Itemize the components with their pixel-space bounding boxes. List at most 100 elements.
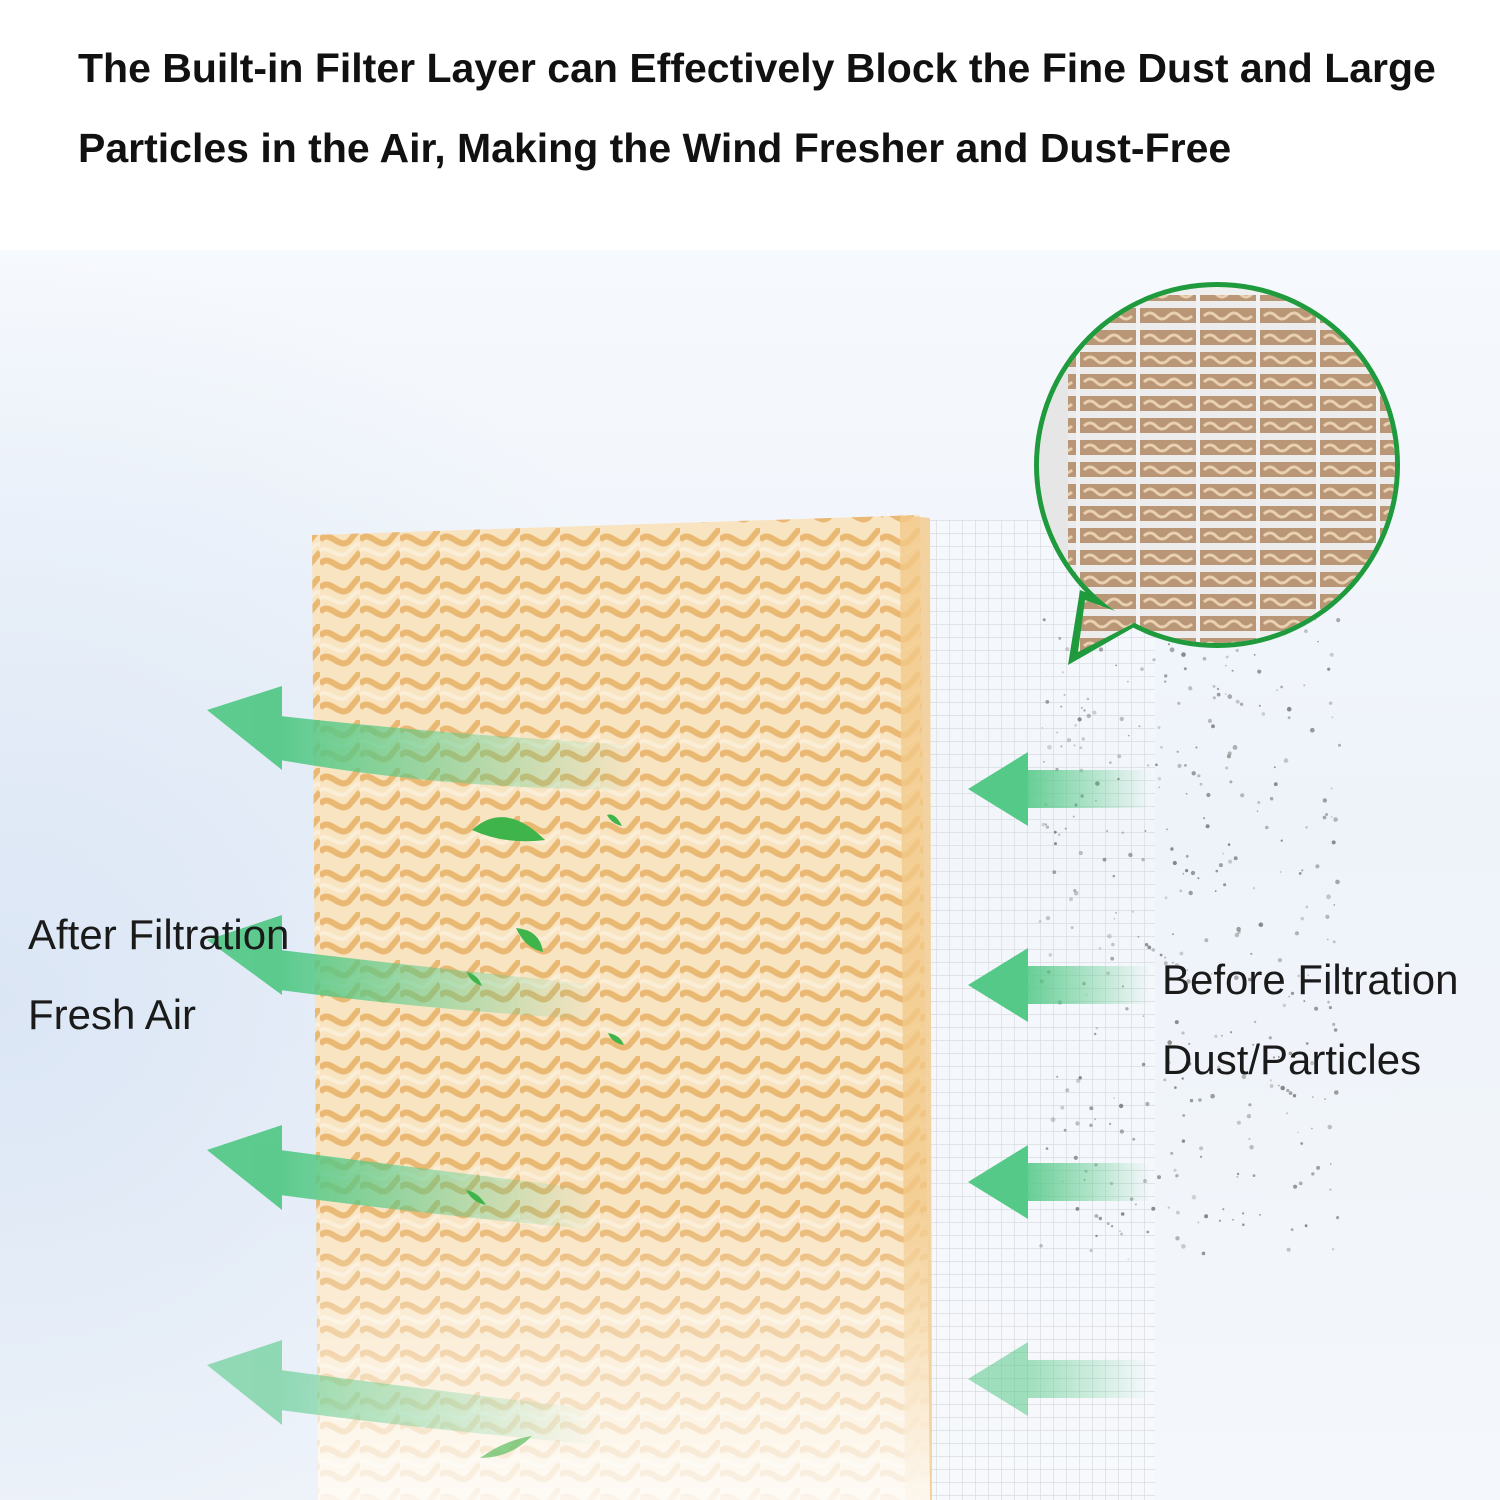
dust-speck (1185, 792, 1188, 795)
dust-speck (1042, 618, 1046, 622)
dust-speck (1181, 1139, 1186, 1143)
dust-speck (1216, 692, 1221, 697)
dust-speck (1190, 870, 1196, 876)
dust-speck (1237, 930, 1241, 934)
leaf-icon (607, 814, 622, 826)
dust-speck (1045, 825, 1050, 829)
dust-speck (1234, 975, 1239, 981)
dust-speck (1225, 766, 1229, 770)
dust-speck (1172, 933, 1174, 936)
leaf-icon (466, 1190, 486, 1205)
dust-speck (1073, 744, 1076, 747)
dust-speck (1203, 817, 1206, 820)
before-filtration-label: Before Filtration Dust/Particles (1162, 940, 1458, 1100)
dust-speck (1334, 1090, 1339, 1095)
dust-speck (1280, 839, 1283, 842)
dust-speck (1142, 1015, 1145, 1017)
dust-speck (1331, 716, 1334, 719)
dust-speck (1286, 1112, 1288, 1115)
dust-speck (1220, 1034, 1223, 1037)
dust-speck (1258, 704, 1261, 707)
dust-speck (1249, 1145, 1254, 1150)
dust-speck (1235, 648, 1239, 653)
arrow-left-icon (968, 752, 1150, 826)
dust-speck (1187, 1061, 1192, 1066)
dust-speck (1147, 945, 1152, 950)
dust-speck (1233, 856, 1238, 861)
dust-speck (1056, 1075, 1059, 1078)
dust-speck (1086, 713, 1092, 719)
dust-speck (1109, 1122, 1112, 1125)
dust-speck (1170, 847, 1174, 851)
dust-speck (1326, 938, 1329, 941)
dust-speck (1061, 671, 1064, 674)
dust-speck (1141, 1062, 1146, 1067)
dust-speck (1282, 1003, 1287, 1008)
dust-speck (1256, 810, 1259, 812)
dust-speck (1102, 857, 1107, 862)
dust-speck (1120, 1232, 1124, 1236)
dust-speck (1214, 890, 1217, 892)
dust-speck (1211, 724, 1215, 729)
dust-speck (1236, 1175, 1239, 1178)
dust-speck (1310, 1061, 1315, 1066)
dust-speck (1286, 706, 1292, 712)
dust-speck (1273, 782, 1278, 787)
dust-speck (1205, 973, 1208, 976)
leaf-icon (516, 928, 543, 952)
dust-speck (1081, 737, 1085, 741)
dust-speck (1229, 780, 1233, 784)
dust-speck (1227, 751, 1232, 756)
dust-speck (1305, 826, 1308, 829)
dust-speck (1073, 888, 1077, 893)
dust-speck (1277, 958, 1283, 963)
dust-speck (1079, 746, 1083, 750)
dust-speck (1045, 916, 1051, 921)
dust-speck (1144, 943, 1149, 947)
dust-speck (1174, 963, 1180, 968)
dust-speck (1195, 746, 1198, 749)
dust-speck (1231, 669, 1234, 672)
dust-speck (1110, 956, 1115, 961)
curved-arrow-left-icon (207, 915, 600, 1020)
dust-speck (1119, 716, 1125, 722)
dust-speck (1216, 1065, 1221, 1070)
dust-speck (1199, 782, 1203, 786)
dust-speck (1191, 771, 1196, 776)
dust-speck (1181, 1031, 1185, 1035)
dust-speck (1094, 1032, 1097, 1036)
dust-speck (1298, 1181, 1303, 1186)
dust-speck (1047, 745, 1052, 750)
dust-speck (1300, 917, 1305, 921)
dust-speck (1290, 991, 1295, 996)
dust-speck (1325, 914, 1330, 919)
dust-speck (1094, 1214, 1099, 1218)
dust-speck (1290, 1228, 1294, 1231)
dust-speck (1268, 1036, 1272, 1040)
dust-speck (1174, 1020, 1179, 1025)
dust-speck (1304, 629, 1308, 633)
dust-speck (1098, 647, 1104, 652)
dust-speck (1078, 1076, 1082, 1080)
fresh-air-caption: Fresh Air (28, 991, 197, 1038)
dust-speck (1331, 1248, 1335, 1251)
before-filtration-title: Before Filtration (1162, 956, 1459, 1003)
dust-speck (1110, 1225, 1114, 1228)
dust-speck (1292, 1094, 1297, 1098)
dust-speck (1329, 1188, 1332, 1191)
dust-speck (1169, 647, 1175, 653)
dust-speck (1184, 764, 1187, 767)
dust-speck (1269, 1079, 1273, 1082)
dust-speck (1181, 652, 1186, 657)
dust-speck (1039, 1244, 1043, 1248)
dust-speck (1241, 1074, 1247, 1080)
dust-speck (1327, 667, 1331, 671)
dust-speck (1242, 1212, 1245, 1215)
dust-speck (1230, 1031, 1233, 1034)
dust-speck (1146, 764, 1150, 767)
dust-speck (1141, 858, 1145, 862)
dust-speck (1098, 1216, 1103, 1221)
dust-speck (1053, 830, 1057, 834)
dust-speck (1335, 879, 1340, 885)
